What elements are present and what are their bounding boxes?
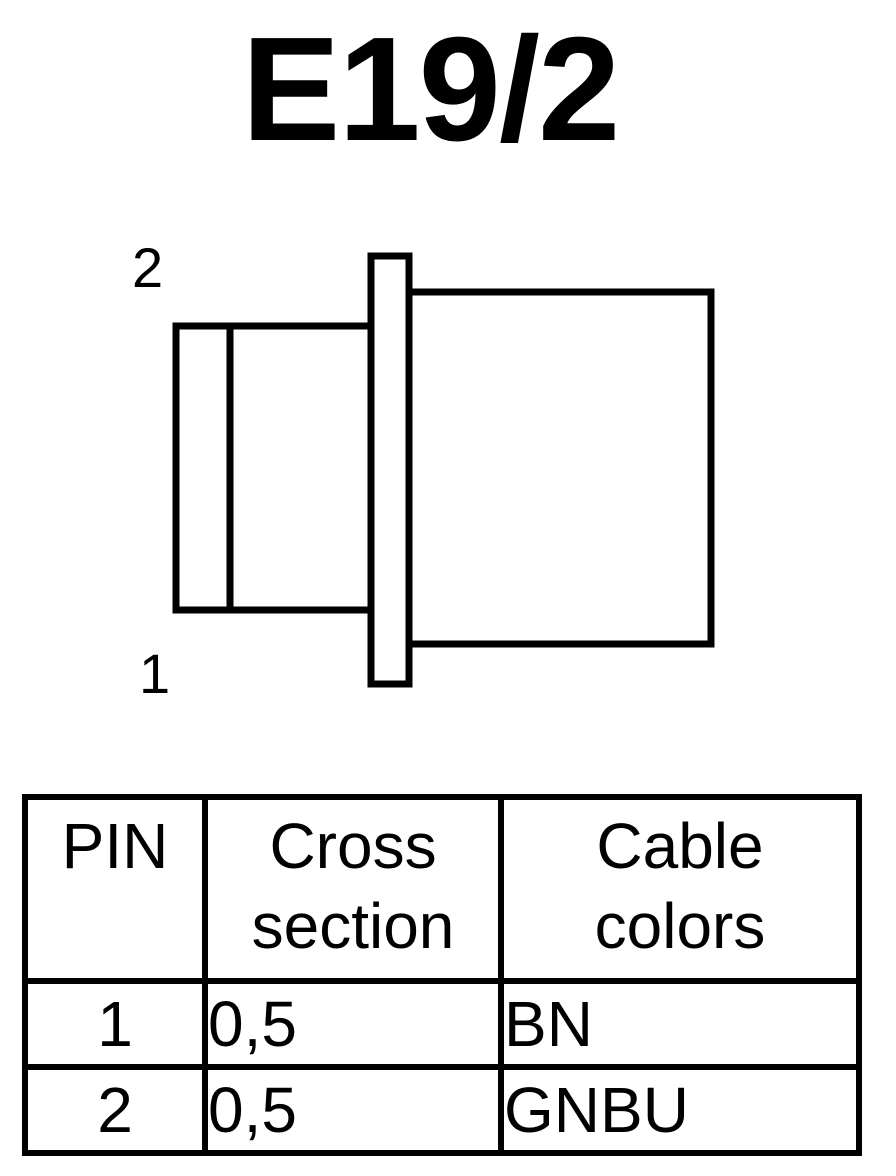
header-pin: PIN <box>22 794 208 984</box>
connector-plug <box>172 322 376 614</box>
pin-1-label: 1 <box>139 642 171 705</box>
pin-assignment-table: PIN Cross section Cable colors 1 0,5 BN … <box>22 794 862 1156</box>
table-row: 2 0,5 GNBU <box>22 1064 862 1156</box>
row-2-cross-section: 0,5 <box>202 1064 504 1156</box>
connector-flange <box>367 252 413 688</box>
pin-2-label: 2 <box>132 236 164 299</box>
row-1-cross-section: 0,5 <box>202 978 504 1070</box>
header-cross-section: Cross section <box>202 794 504 984</box>
table-row: 1 0,5 BN <box>22 978 862 1070</box>
connector-diagram <box>172 252 715 688</box>
page-title: E19/2 <box>241 7 621 172</box>
table-header-row: PIN Cross section Cable colors <box>22 794 862 984</box>
row-2-cable-color: GNBU <box>498 1064 862 1156</box>
row-1-cable-color: BN <box>498 978 862 1070</box>
row-2-pin: 2 <box>22 1064 208 1156</box>
header-cable-colors: Cable colors <box>498 794 862 984</box>
connector-housing <box>405 288 715 648</box>
row-1-pin: 1 <box>22 978 208 1070</box>
